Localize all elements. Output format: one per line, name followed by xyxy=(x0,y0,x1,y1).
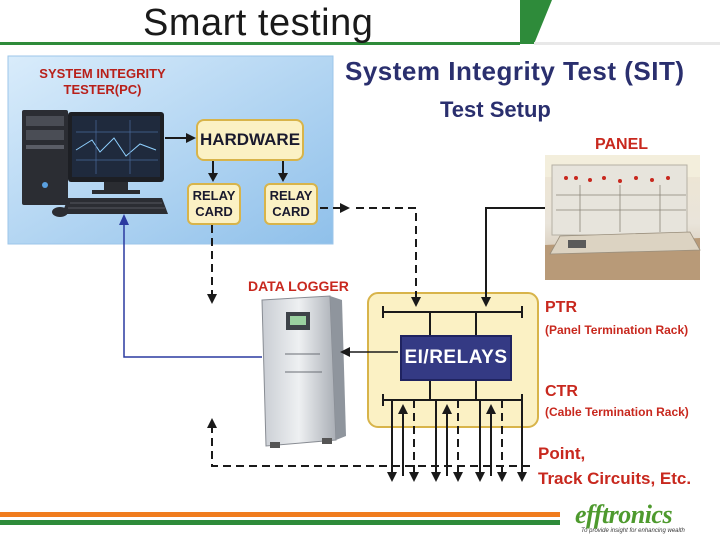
diagram-subtitle: Test Setup xyxy=(440,97,551,122)
panel-label: PANEL xyxy=(595,136,649,153)
pc-label-line1: SYSTEM INTEGRITY xyxy=(39,66,166,81)
ptr-sublabel: (Panel Termination Rack) xyxy=(545,323,689,337)
company-logo: efftronics xyxy=(575,500,673,529)
header-decoration xyxy=(0,0,720,45)
footer-stripe-orange xyxy=(0,512,560,517)
relay-card-2: RELAY CARD xyxy=(264,183,318,225)
panel-photo xyxy=(545,155,701,280)
pc-label: SYSTEM INTEGRITY TESTER(PC) xyxy=(30,66,175,98)
data-logger-cabinet xyxy=(261,295,346,448)
keyboard-icon xyxy=(62,198,168,214)
field-equipment-label: Point, Track Circuits, Etc. xyxy=(538,441,691,491)
pc-tower-icon xyxy=(22,110,68,205)
relay-card-1-line1: RELAY xyxy=(192,188,236,203)
monitor-icon xyxy=(68,112,164,194)
ctr-label: CTR xyxy=(545,383,578,400)
field-line2: Track Circuits, Etc. xyxy=(538,469,692,488)
ctr-sublabel: (Cable Termination Rack) xyxy=(545,405,689,419)
field-line1: Point, xyxy=(538,444,586,463)
ptr-label: PTR xyxy=(545,299,577,316)
pc-label-line2: TESTER(PC) xyxy=(63,82,142,97)
ei-relays-box: EI/RELAYS xyxy=(400,335,512,381)
page-title: Smart testing xyxy=(143,2,374,44)
diagram-title: System Integrity Test (SIT) xyxy=(345,56,685,86)
data-logger-label: DATA LOGGER xyxy=(248,278,349,294)
relay-card-2-line2: CARD xyxy=(272,204,310,219)
relay-card-1: RELAY CARD xyxy=(187,183,241,225)
relay-card-1-line2: CARD xyxy=(195,204,233,219)
mouse-icon xyxy=(52,207,68,217)
company-tagline: To provide insight for enhancing wealth xyxy=(581,528,685,534)
footer-stripe-green xyxy=(0,520,560,525)
hardware-box: HARDWARE xyxy=(196,119,304,161)
relay-card-2-line1: RELAY xyxy=(269,188,313,203)
